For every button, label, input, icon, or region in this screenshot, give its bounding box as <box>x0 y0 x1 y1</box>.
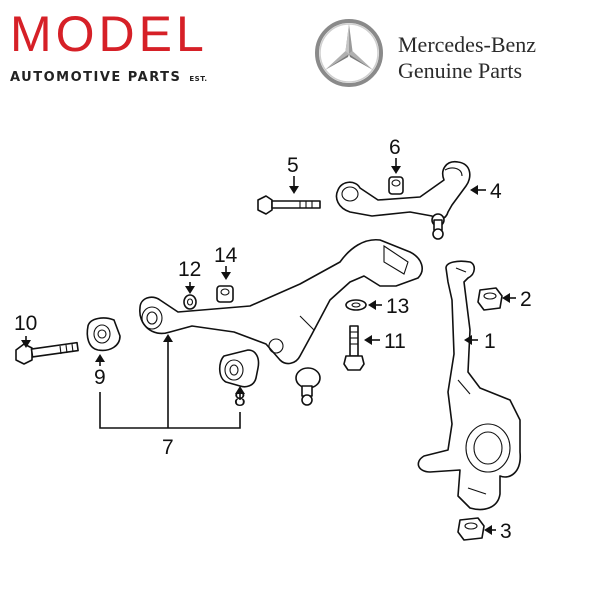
nut-part-6 <box>388 176 404 195</box>
callout-11: 11 <box>384 330 406 353</box>
washer-part-13 <box>345 299 367 311</box>
callout-4: 4 <box>490 180 502 203</box>
nut-part-3 <box>457 517 485 541</box>
callout-2: 2 <box>520 288 532 311</box>
callout-5: 5 <box>287 154 299 177</box>
model-logo: MODEL AUTOMOTIVE PARTS EST. <box>10 6 240 85</box>
nut-part-2 <box>477 287 503 311</box>
callout-13: 13 <box>386 295 409 318</box>
callout-10: 10 <box>14 312 37 335</box>
bushing-part-9 <box>86 317 121 352</box>
lower-control-arm <box>139 238 423 406</box>
steering-knuckle <box>417 260 521 511</box>
callout-6: 6 <box>389 136 401 159</box>
callout-1: 1 <box>484 330 496 353</box>
model-logo-wordmark: MODEL <box>10 6 208 62</box>
nut-part-14 <box>216 285 234 303</box>
upper-control-arm <box>335 160 471 240</box>
bolt-part-11 <box>343 325 365 371</box>
callout-labels: 1 2 3 4 5 6 7 8 9 10 11 12 13 14 <box>14 136 532 543</box>
mercedes-brand-subtitle: Genuine Parts <box>398 58 523 83</box>
callout-8: 8 <box>234 388 246 411</box>
callout-14: 14 <box>214 244 238 267</box>
mercedes-brand-name: Mercedes-Benz <box>398 32 537 57</box>
bolt-part-10 <box>15 341 79 365</box>
bolt-part-5 <box>257 195 321 215</box>
callout-3: 3 <box>500 520 512 543</box>
callout-arrows <box>21 158 516 535</box>
tagline-text: AUTOMOTIVE PARTS <box>10 70 182 85</box>
model-logo-tagline: AUTOMOTIVE PARTS EST. <box>10 70 240 85</box>
washer-part-12 <box>183 294 197 310</box>
bushing-part-8 <box>218 349 260 388</box>
mercedes-star-icon <box>315 19 383 87</box>
mercedes-logo: Mercedes-Benz Genuine Parts <box>314 18 594 88</box>
callout-9: 9 <box>94 366 106 389</box>
tagline-est: EST. <box>189 75 208 83</box>
callout-7: 7 <box>162 436 174 459</box>
callout-12: 12 <box>178 258 201 281</box>
